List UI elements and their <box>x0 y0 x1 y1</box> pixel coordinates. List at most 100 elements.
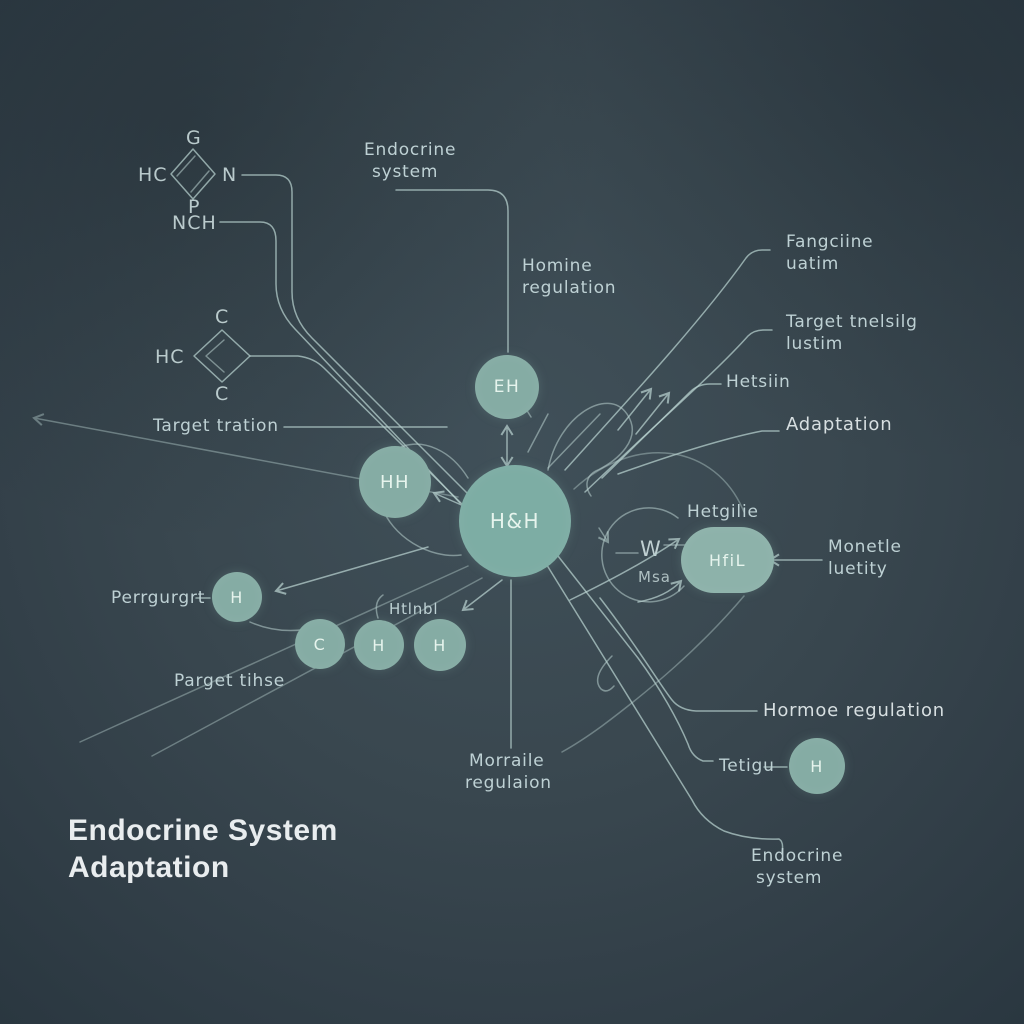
label-hetgilie-text: Hetgilie <box>687 502 759 522</box>
label-fangciine: Fangciine uatim <box>786 231 873 275</box>
leader-hormoe <box>599 597 758 712</box>
arrow-upright-1 <box>617 387 653 431</box>
chem1-double-bond-a <box>176 155 196 177</box>
petal-right-curl <box>547 402 633 497</box>
chem-structure-mid: C HC C <box>155 306 251 405</box>
label-target-tration-text: Target tration <box>153 416 279 436</box>
node-h-perr-label: H <box>230 587 244 607</box>
label-homine-line1: Homine <box>522 256 593 276</box>
msa-label: Msa <box>638 568 671 586</box>
chem1-atom-bottom: P <box>188 196 200 218</box>
leader-chem2 <box>249 355 467 509</box>
radial-downleft-a <box>79 565 469 743</box>
label-parget-tihse: Parget tihse <box>174 670 285 692</box>
leader-endocrine-top <box>395 189 509 353</box>
leader-htlnbl <box>375 594 384 619</box>
node-left-hh: HH <box>359 446 431 518</box>
label-hormoe-regulation: Hormoe regulation <box>763 700 945 722</box>
node-h2: H <box>414 619 466 671</box>
arrow-hub-to-h2 <box>461 579 503 612</box>
label-hormoe-text: Hormoe regulation <box>763 700 945 721</box>
node-eh: EH <box>475 355 539 419</box>
node-c1-label: C <box>313 634 327 654</box>
arrow-into-hfl-bottom <box>637 579 683 603</box>
chem1-atom-top: G <box>186 127 202 149</box>
node-hub-label: H&H <box>489 509 541 533</box>
node-h1-label: H <box>372 635 386 655</box>
label-morraile-line2: regulaion <box>465 773 552 793</box>
node-hub: H&H <box>459 465 571 577</box>
leader-endocrine-bottom <box>544 561 784 853</box>
chem2-atom-top: C <box>215 306 229 328</box>
label-target-tnelsilg-line1: Target tnelsilg <box>786 312 918 332</box>
node-hfl-label: HfiL <box>708 550 747 570</box>
label-perrgurgrt-text: Perrgurgrt <box>111 588 206 608</box>
label-monetle-line1: Monetle <box>828 537 902 557</box>
leader-target-tnelsilg <box>584 329 773 493</box>
label-perrgurgrt: Perrgurgrt <box>111 587 205 609</box>
label-target-tration: Target tration <box>153 415 279 437</box>
chem1-atom-sub: NCH <box>172 212 217 234</box>
node-h-tetigu: H <box>789 738 845 794</box>
chem1-double-bond-b <box>190 170 210 193</box>
label-monetle: Monetle luetity <box>828 536 902 580</box>
leader-hetsiin <box>601 383 722 479</box>
label-tetigu: Tetigu <box>719 755 775 777</box>
label-htlnbl-text: Htlnbl <box>389 600 439 618</box>
label-adaptation: Adaptation <box>786 414 892 436</box>
label-parget-tihse-text: Parget tihse <box>174 671 285 691</box>
leader-fangciine <box>564 249 771 471</box>
chem2-atom-left: HC <box>155 346 185 368</box>
chem1-atom-right: N <box>222 164 237 186</box>
label-fangciine-line2: uatim <box>786 254 840 274</box>
node-eh-label: EH <box>493 377 521 397</box>
label-hetsiin: Hetsiin <box>726 371 791 393</box>
node-hfl: HfiL <box>681 527 774 593</box>
node-c1: C <box>295 619 345 669</box>
arrow-upright-2 <box>635 391 671 435</box>
node-h1: H <box>354 620 404 670</box>
node-h-tetigu-label: H <box>810 756 824 776</box>
label-target-tnelsilg-line2: lustim <box>786 334 844 354</box>
arrow-into-hfl-top <box>569 537 681 601</box>
node-h2-label: H <box>433 635 447 655</box>
label-tetigu-text: Tetigu <box>719 756 775 776</box>
label-morraile-regulation: Morraile regulaion <box>465 750 552 794</box>
arrow-hub-to-perr-node <box>274 546 429 595</box>
chem1-atom-left: HC <box>138 164 168 186</box>
w-chevron <box>597 527 610 544</box>
label-hetsiin-text: Hetsiin <box>726 372 791 392</box>
label-adaptation-text: Adaptation <box>786 414 893 435</box>
label-endocrine-top-line1: Endocrine <box>364 140 457 160</box>
label-monetle-line2: luetity <box>828 559 888 579</box>
label-morraile-line1: Morraile <box>469 751 545 771</box>
w-orbit-circle <box>601 507 685 603</box>
diagram-title: Endocrine System Adaptation <box>68 812 338 886</box>
chem2-ring <box>193 329 251 383</box>
label-target-tnelsilg: Target tnelsilg lustim <box>786 311 918 355</box>
chem2-double-bond <box>205 339 225 373</box>
cross-diagonal <box>561 595 745 753</box>
label-htlnbl: Htlnbl <box>389 598 438 620</box>
radial-upright-b <box>527 413 549 453</box>
label-fangciine-line1: Fangciine <box>786 232 874 252</box>
arc-over-w <box>573 451 745 513</box>
label-hetgilie: Hetgilie <box>687 501 759 523</box>
leader-chem1-n <box>241 174 469 495</box>
leader-adaptation <box>617 430 780 475</box>
label-endocrine-top: Endocrine system <box>364 139 456 183</box>
chem2-atom-bottom: C <box>215 383 229 405</box>
diagram-title-line2: Adaptation <box>68 851 230 884</box>
label-homine-line2: regulation <box>522 278 617 298</box>
label-endocrine-bottom: Endocrine system <box>751 845 843 889</box>
label-endocrine-bottom-line2: system <box>756 868 823 888</box>
chem1-ring <box>170 148 216 200</box>
node-h-perr: H <box>212 572 262 622</box>
chem-structure-top: G HC N P NCH <box>138 127 237 234</box>
leader-chem1-nch <box>219 221 461 504</box>
node-left-hh-label: HH <box>379 471 411 493</box>
curl-hook <box>596 655 615 692</box>
label-homine-regulation: Homine regulation <box>522 255 616 299</box>
